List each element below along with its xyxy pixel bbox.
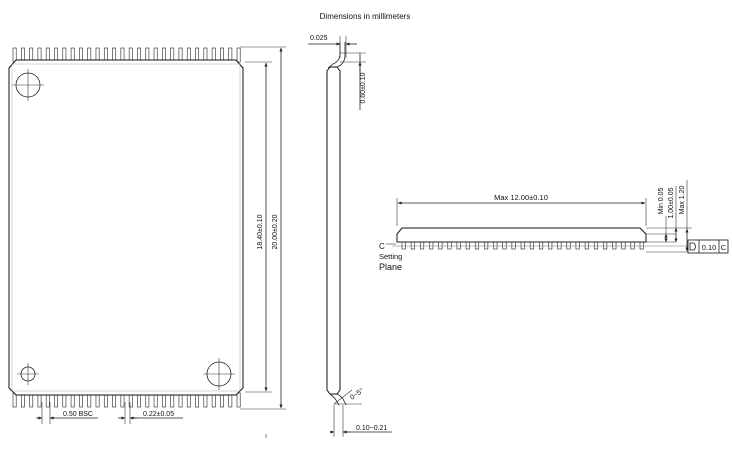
dim-label-18-40: 18.40±0.10 <box>257 214 264 249</box>
end-lead <box>612 241 617 250</box>
dim-label-min: Min 0.05 <box>658 187 665 214</box>
end-lead <box>630 241 635 250</box>
side-lead-bottom <box>329 393 340 406</box>
ejector-mark-icon-right <box>203 358 235 390</box>
end-lead <box>401 241 406 250</box>
dim-label-pitch: 0.50 BSC <box>63 411 93 418</box>
end-body-outline <box>396 227 647 243</box>
side-view: 0.025 0.60±0.10 0~5° 0.10~0.21 <box>308 35 392 437</box>
end-lead <box>566 241 571 250</box>
end-lead <box>520 241 525 250</box>
pin1-marker-icon <box>12 69 44 101</box>
coplanarity-value: 0.10 <box>702 243 717 252</box>
end-lead <box>511 241 516 250</box>
end-lead <box>529 241 534 250</box>
dim-label-lead-length: 0.60±0.10 <box>360 72 367 103</box>
end-lead <box>465 241 470 250</box>
top-view: 18.40±0.10 20.00±0.20 0.50 BSC 0.22±0.05 <box>8 46 286 438</box>
dim-label-body-thickness: 1.00±0.05 <box>668 187 675 218</box>
end-lead <box>447 241 452 250</box>
dim-label-20-00: 20.00±0.20 <box>272 214 279 249</box>
dim-label-lead-width: 0.22±0.05 <box>143 411 174 418</box>
coplanarity-frame: 0.10 C <box>687 239 729 254</box>
datum-letter: C <box>379 242 385 251</box>
end-lead <box>502 241 507 250</box>
dim-label-max-height: Max 1.20 <box>679 185 686 214</box>
end-lead <box>474 241 480 250</box>
bottom-lead <box>236 392 241 408</box>
dim-label-angle: 0~5° <box>349 387 366 402</box>
top-pin-row <box>12 47 241 63</box>
end-view: Max 12.00±0.10 C Setting Plane Min 0.05 … <box>379 180 729 272</box>
end-lead <box>548 241 553 250</box>
end-lead <box>557 241 562 250</box>
coplanarity-symbol-icon <box>689 242 696 251</box>
end-lead <box>456 241 461 250</box>
package-body-outline <box>8 59 244 396</box>
ejector-mark-icon-left <box>17 363 39 385</box>
end-lead <box>603 241 608 250</box>
end-lead <box>493 241 498 250</box>
coplanarity-datum: C <box>721 243 727 252</box>
end-pin-row <box>401 241 644 250</box>
top-lead <box>236 47 241 63</box>
end-lead <box>639 241 644 250</box>
dim-label-lead-thickness: 0.025 <box>310 35 328 42</box>
end-lead <box>584 241 589 250</box>
side-lead-top <box>327 42 341 69</box>
package-body-inner <box>11 63 241 392</box>
end-lead <box>593 241 599 250</box>
end-lead <box>539 241 544 250</box>
dim-label-standoff: 0.10~0.21 <box>356 425 387 432</box>
end-lead <box>410 241 415 250</box>
end-lead <box>420 241 425 250</box>
seating-label-line2: Plane <box>379 262 402 272</box>
side-body-outline <box>326 66 341 395</box>
dim-label-body-width: Max 12.00±0.10 <box>494 193 548 202</box>
drawing-title: Dimensions in millimeters <box>320 12 411 21</box>
end-lead <box>429 241 434 250</box>
end-lead <box>484 241 489 250</box>
end-lead <box>575 241 580 250</box>
seating-label-line1: Setting <box>379 252 402 261</box>
end-lead <box>438 241 443 250</box>
end-lead <box>621 241 626 250</box>
